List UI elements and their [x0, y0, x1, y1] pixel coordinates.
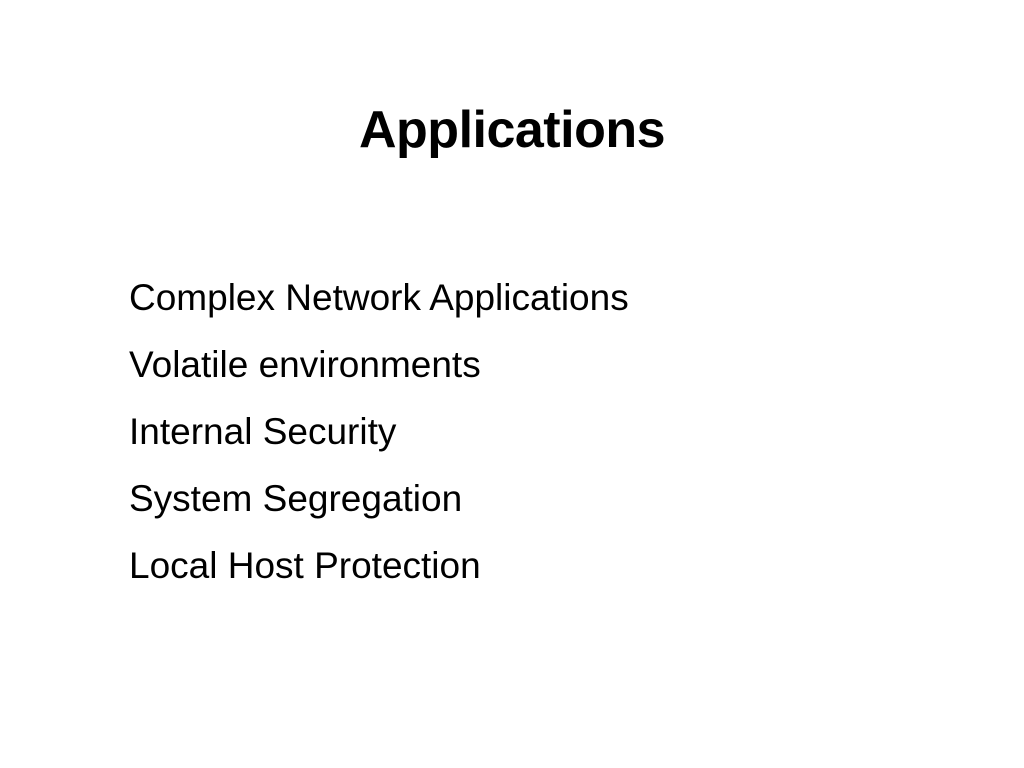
list-item: Complex Network Applications — [129, 277, 629, 318]
bullet-list: Complex Network Applications Volatile en… — [129, 264, 629, 599]
list-item: Internal Security — [129, 411, 397, 452]
list-item: System Segregation — [129, 478, 463, 519]
list-item: Local Host Protection — [129, 545, 481, 586]
slide-title: Applications — [358, 101, 666, 159]
list-item: Volatile environments — [129, 344, 481, 385]
